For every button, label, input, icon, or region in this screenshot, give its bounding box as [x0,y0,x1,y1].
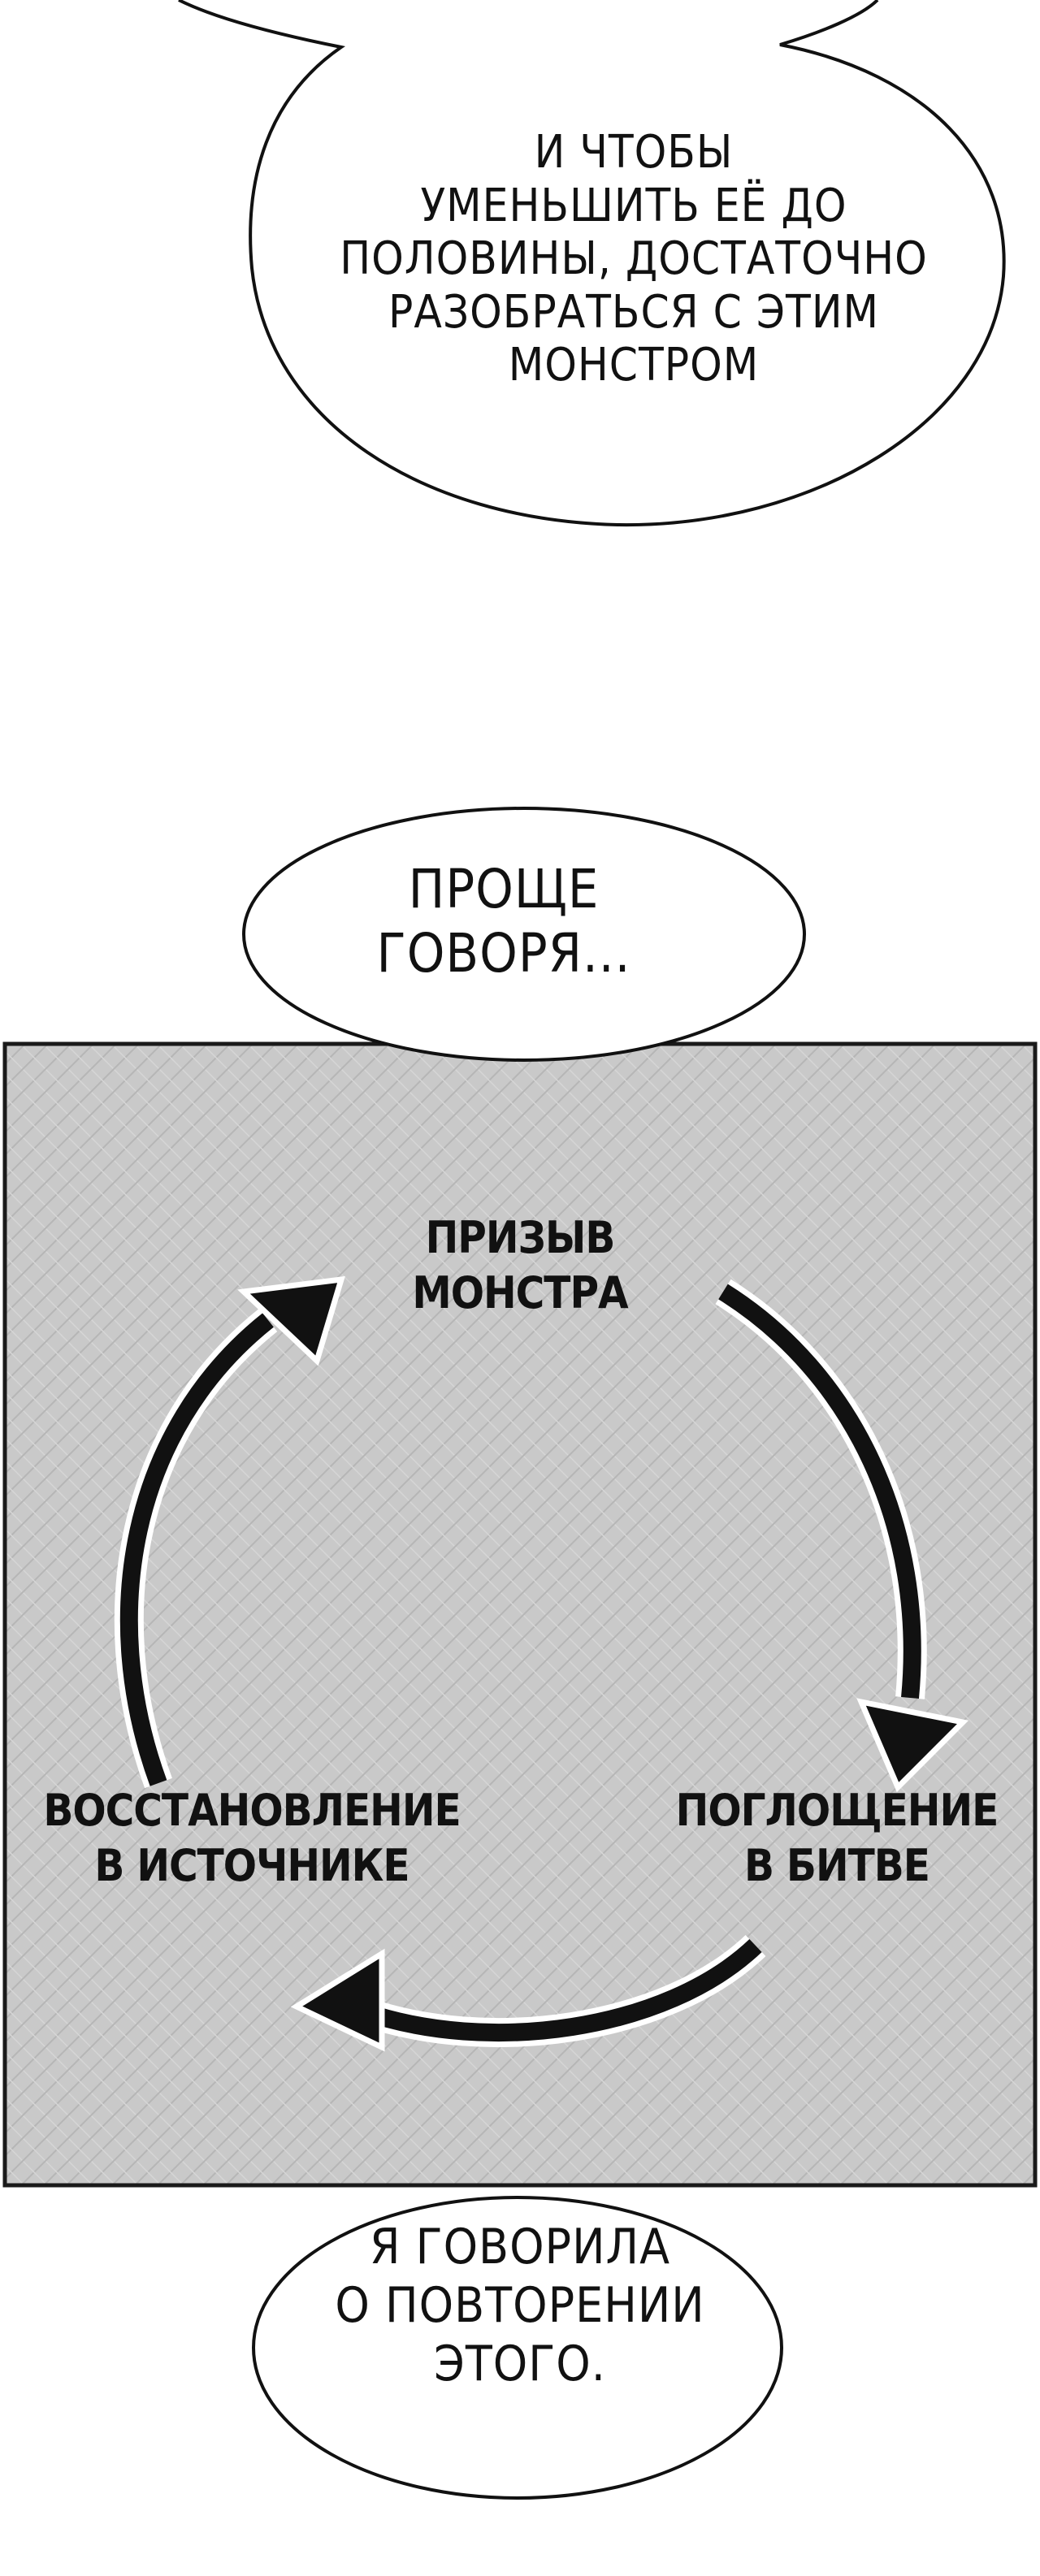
bubble-1-text: И ЧТОБЫ УМЕНЬШИТЬ ЕЁ ДО ПОЛОВИНЫ, ДОСТАТ… [340,126,928,392]
cycle-arrows [114,1279,927,2048]
cycle-panel [2,1041,1038,2188]
speech-bubble-2 [242,807,806,1062]
cycle-label-right: ПОГЛОЩЕНИЕ В БИТВЕ [675,1785,999,1891]
arrow-head-right [856,1698,969,1793]
speech-bubble-3 [252,2196,783,2500]
arrow-head-left [237,1275,345,1366]
bubble-3-text: Я ГОВОРИЛА О ПОВТОРЕНИИ ЭТОГО. [335,2219,705,2392]
cycle-label-left: ВОССТАНОВЛЕНИЕ В ИСТОЧНИКЕ [43,1785,461,1891]
speech-bubble-1 [178,0,1006,527]
arrow-heads [237,1275,969,2052]
bubble-2-text: ПРОЩЕ ГОВОРЯ... [376,858,631,985]
cycle-label-top: ПРИЗЫВ МОНСТРА [412,1212,628,1318]
arrow-head-bottom [290,1948,385,2052]
